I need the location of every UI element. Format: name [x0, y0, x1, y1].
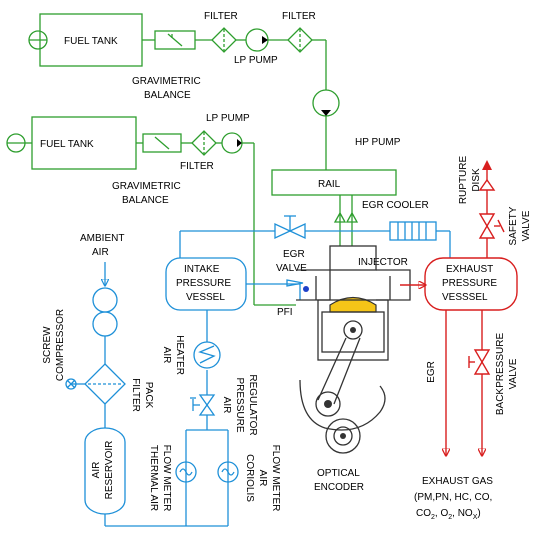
egr-cooler-label: EGR COOLER	[362, 200, 429, 211]
pfi-label: PFI	[277, 307, 293, 318]
filter-2-label: FILTER	[282, 11, 316, 22]
egr-label: EGR	[426, 361, 437, 383]
egr-cooler-symbol	[389, 221, 437, 241]
pressure-regulator-label-2: PRESSURE	[234, 377, 245, 432]
gravimetric-1-label-a: GRAVIMETRIC	[132, 76, 201, 87]
egr-valve-label-2: VALVE	[276, 263, 307, 274]
filter-3-symbol	[191, 130, 217, 156]
lp-pump-1-label: LP PUMP	[234, 55, 278, 66]
fuel-tank-1-label: FUEL TANK	[64, 36, 118, 47]
injector-label: INJECTOR	[358, 257, 408, 268]
optical-encoder-label-2: ENCODER	[314, 482, 364, 493]
lp-pump-2-symbol	[221, 132, 243, 154]
safety-valve-label-2: VALVE	[521, 210, 532, 241]
air-supply: AMBIENT AIR SCREW COMPRESSOR FILTER PACK…	[42, 233, 281, 527]
exhaust-pressure-vessel: EXHAUST PRESSURE VESSSEL	[424, 257, 518, 311]
filter-3-label: FILTER	[180, 161, 214, 172]
exhaust-gas-label-1: EXHAUST GAS	[422, 476, 493, 487]
rail-box	[271, 169, 397, 196]
filter-2-symbol	[287, 27, 313, 53]
screw-compressor-symbol	[92, 287, 118, 337]
safety-valve-symbol	[478, 213, 505, 239]
screw-compressor-label-2: COMPRESSOR	[55, 309, 66, 381]
engine-cylinder: PFI OPTICAL ENCODER	[277, 245, 411, 493]
safety-valve-label-1: SAFETY	[508, 206, 519, 245]
air-reservoir-label-2: RESERVOIR	[104, 441, 115, 500]
hp-pump-label: HP PUMP	[355, 137, 401, 148]
filter-1-symbol	[211, 27, 237, 53]
fuel-tank-2: FUEL TANK	[6, 116, 137, 170]
optical-encoder-label-1: OPTICAL	[317, 468, 360, 479]
filter-1-label: FILTER	[204, 11, 238, 22]
air-heater-label-2: HEATER	[174, 335, 185, 375]
coriolis-label-3: FLOW METER	[270, 445, 281, 512]
intake-label-3: VESSEL	[186, 292, 225, 303]
exhaust-label-3: VESSSEL	[442, 292, 488, 303]
hp-pump-symbol	[312, 89, 340, 117]
backpressure-valve-symbol	[468, 349, 491, 375]
gravimetric-balance-1	[154, 30, 196, 50]
backpressure-label-2: VALVE	[508, 358, 519, 389]
air-reservoir-label-1: AIR	[91, 462, 102, 479]
rupture-disk-label-2: DISK	[471, 168, 482, 192]
gravimetric-2-label-b: BALANCE	[122, 195, 169, 206]
coriolis-flow-meter-symbol	[217, 430, 239, 526]
egr-path: EGR COOLER EGR VALVE	[274, 200, 451, 274]
lp-pump-2-label: LP PUMP	[206, 113, 250, 124]
rail-label: RAIL	[318, 179, 341, 190]
egr-valve-symbol	[274, 215, 306, 240]
pressure-regulator-label-3: REGULATOR	[247, 374, 258, 435]
intake-label-2: PRESSURE	[176, 278, 231, 289]
lp-pump-1-symbol	[245, 28, 269, 52]
filter-pack-label-2: PACK	[143, 382, 154, 409]
air-heater-symbol	[193, 341, 221, 369]
ambient-air-label-1: AMBIENT	[80, 233, 124, 244]
egr-valve-label-1: EGR	[283, 249, 305, 260]
rail-assembly: RAIL INJECTOR	[271, 169, 408, 268]
rupture-disk-label-1: RUPTURE	[458, 156, 469, 205]
exhaust-system: EXHAUST PRESSURE VESSSEL RUPTURE DISK SA…	[400, 156, 532, 521]
exhaust-gas-label-3: CO2, O2, NOX)	[416, 508, 481, 521]
exhaust-label-1: EXHAUST	[446, 264, 493, 275]
gravimetric-2-label-a: GRAVIMETRIC	[112, 181, 181, 192]
gravimetric-1-label-b: BALANCE	[144, 90, 191, 101]
thermal-flow-label-2: FLOW METER	[161, 445, 172, 512]
exhaust-gas-label-2: (PM,PN, HC, CO,	[414, 492, 492, 503]
air-heater-label-1: AIR	[161, 347, 172, 364]
thermal-flow-meter-symbol	[175, 461, 197, 483]
ambient-air-label-2: AIR	[92, 247, 109, 258]
fuel-line-1: FUEL TANK FILTER F	[28, 11, 401, 170]
screw-compressor-label-1: SCREW	[42, 326, 53, 364]
coriolis-label-1: CORIOLIS	[244, 454, 255, 502]
filter-pack-label-1: FILTER	[130, 378, 141, 412]
fuel-tank-1: FUEL TANK	[28, 13, 143, 67]
coriolis-label-2: AIR	[257, 470, 268, 487]
exhaust-label-2: PRESSURE	[442, 278, 497, 289]
backpressure-label-1: BACKPRESSURE	[495, 333, 506, 416]
filter-pack-symbol	[65, 363, 126, 405]
rupture-disk-symbol	[478, 178, 496, 191]
gravimetric-balance-2	[142, 133, 182, 153]
fuel-tank-2-label: FUEL TANK	[40, 139, 94, 150]
thermal-flow-label-1: THERMAL AIR	[148, 445, 159, 511]
fuel-line-2: FUEL TANK FILTER LP PUMP GRAVIMETRIC BAL…	[6, 113, 296, 306]
intake-pressure-vessel: INTAKE PRESSURE VESSEL	[165, 230, 304, 322]
pressure-regulator-symbol	[190, 394, 216, 416]
intake-label-1: INTAKE	[184, 264, 220, 275]
pressure-regulator-label-1: AIR	[221, 397, 232, 414]
